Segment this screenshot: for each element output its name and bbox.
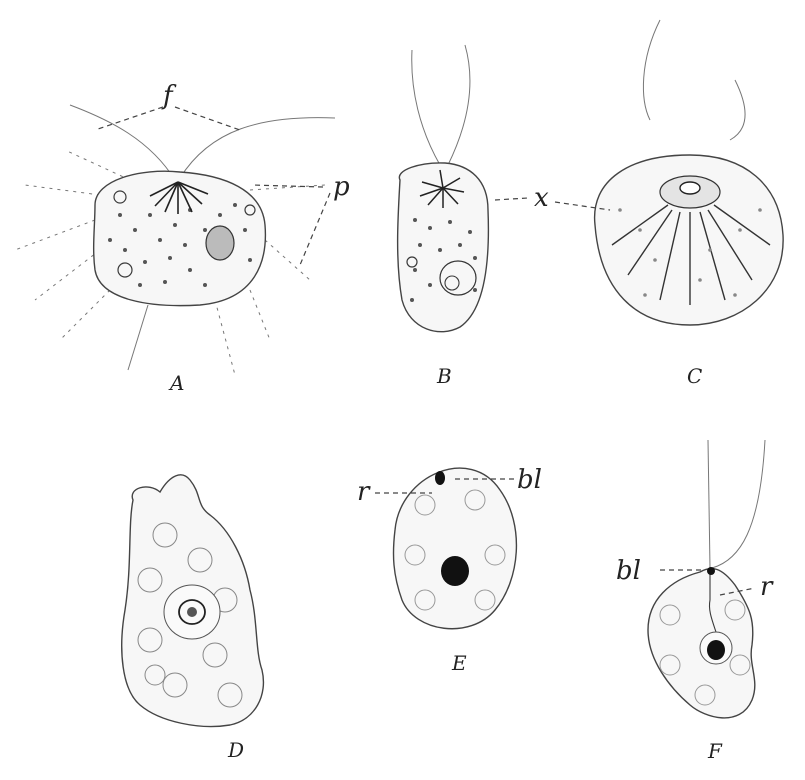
label-bl-f: bl xyxy=(616,556,641,586)
caption-d: D xyxy=(227,738,244,762)
panel-f-cell xyxy=(648,440,765,718)
label-p: p xyxy=(333,172,350,202)
label-f: f xyxy=(161,81,177,111)
label-r-f: r xyxy=(760,572,774,602)
caption-e: E xyxy=(451,651,467,675)
caption-c: C xyxy=(687,364,702,388)
caption-f: F xyxy=(707,739,723,763)
panel-b-cell xyxy=(398,45,489,332)
label-r-e: r xyxy=(357,477,371,507)
panel-c-cell xyxy=(595,20,784,325)
panel-d-cell xyxy=(122,475,264,727)
panel-a-cell xyxy=(15,105,335,375)
caption-a: A xyxy=(168,371,184,395)
panel-e-cell xyxy=(393,468,516,629)
label-bl-e: bl xyxy=(517,465,542,495)
caption-b: B xyxy=(436,364,452,388)
label-x: x xyxy=(534,183,549,213)
